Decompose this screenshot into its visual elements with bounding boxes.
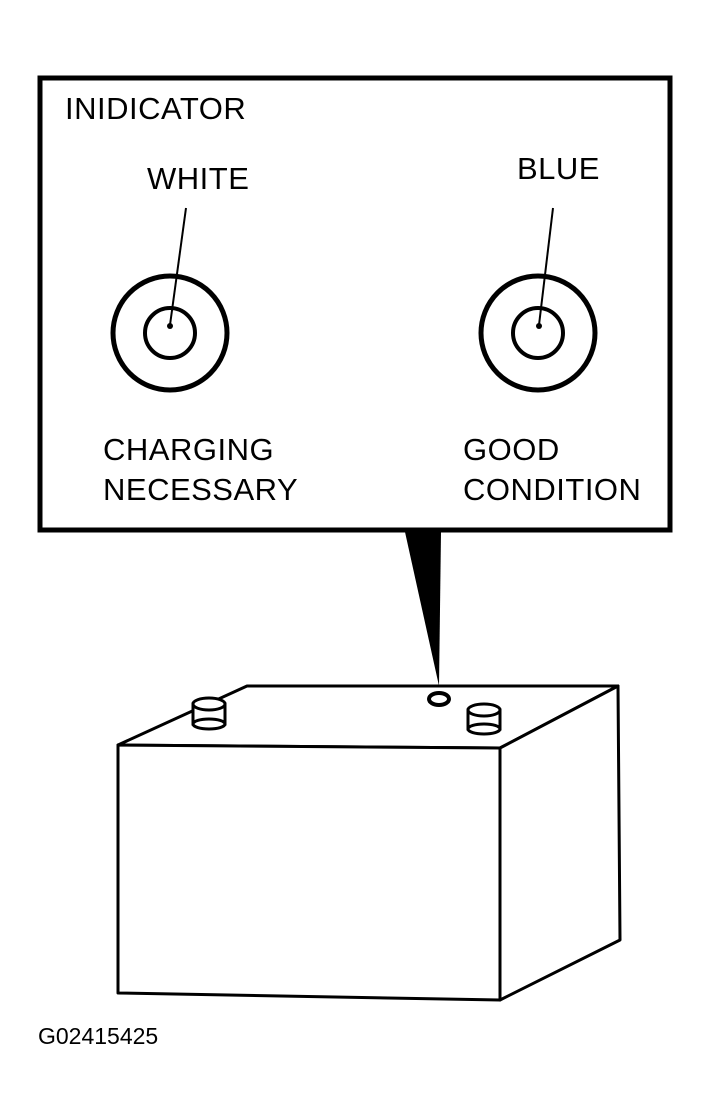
white-indicator-icon (110, 207, 230, 393)
blue-indicator-icon (478, 207, 598, 393)
battery-indicator-eye (427, 691, 451, 707)
white-indicator-label: WHITE (147, 161, 250, 196)
blue-indicator-label: BLUE (517, 151, 600, 186)
figure-code: G02415425 (38, 1023, 159, 1049)
callout-pointer (405, 532, 441, 686)
battery-front-face (116, 743, 502, 1002)
callout-title: INIDICATOR (65, 91, 247, 126)
white-status-line1: CHARGING (103, 432, 275, 467)
blue-status-line2: CONDITION (463, 472, 642, 507)
white-status-line2: NECESSARY (103, 472, 299, 507)
battery-icon (116, 684, 622, 1002)
battery-side-face (498, 684, 622, 1002)
battery-terminal-right (466, 702, 502, 736)
battery-terminal-left (191, 696, 227, 731)
blue-status-line1: GOOD (463, 432, 560, 467)
callout-box (37, 75, 673, 533)
